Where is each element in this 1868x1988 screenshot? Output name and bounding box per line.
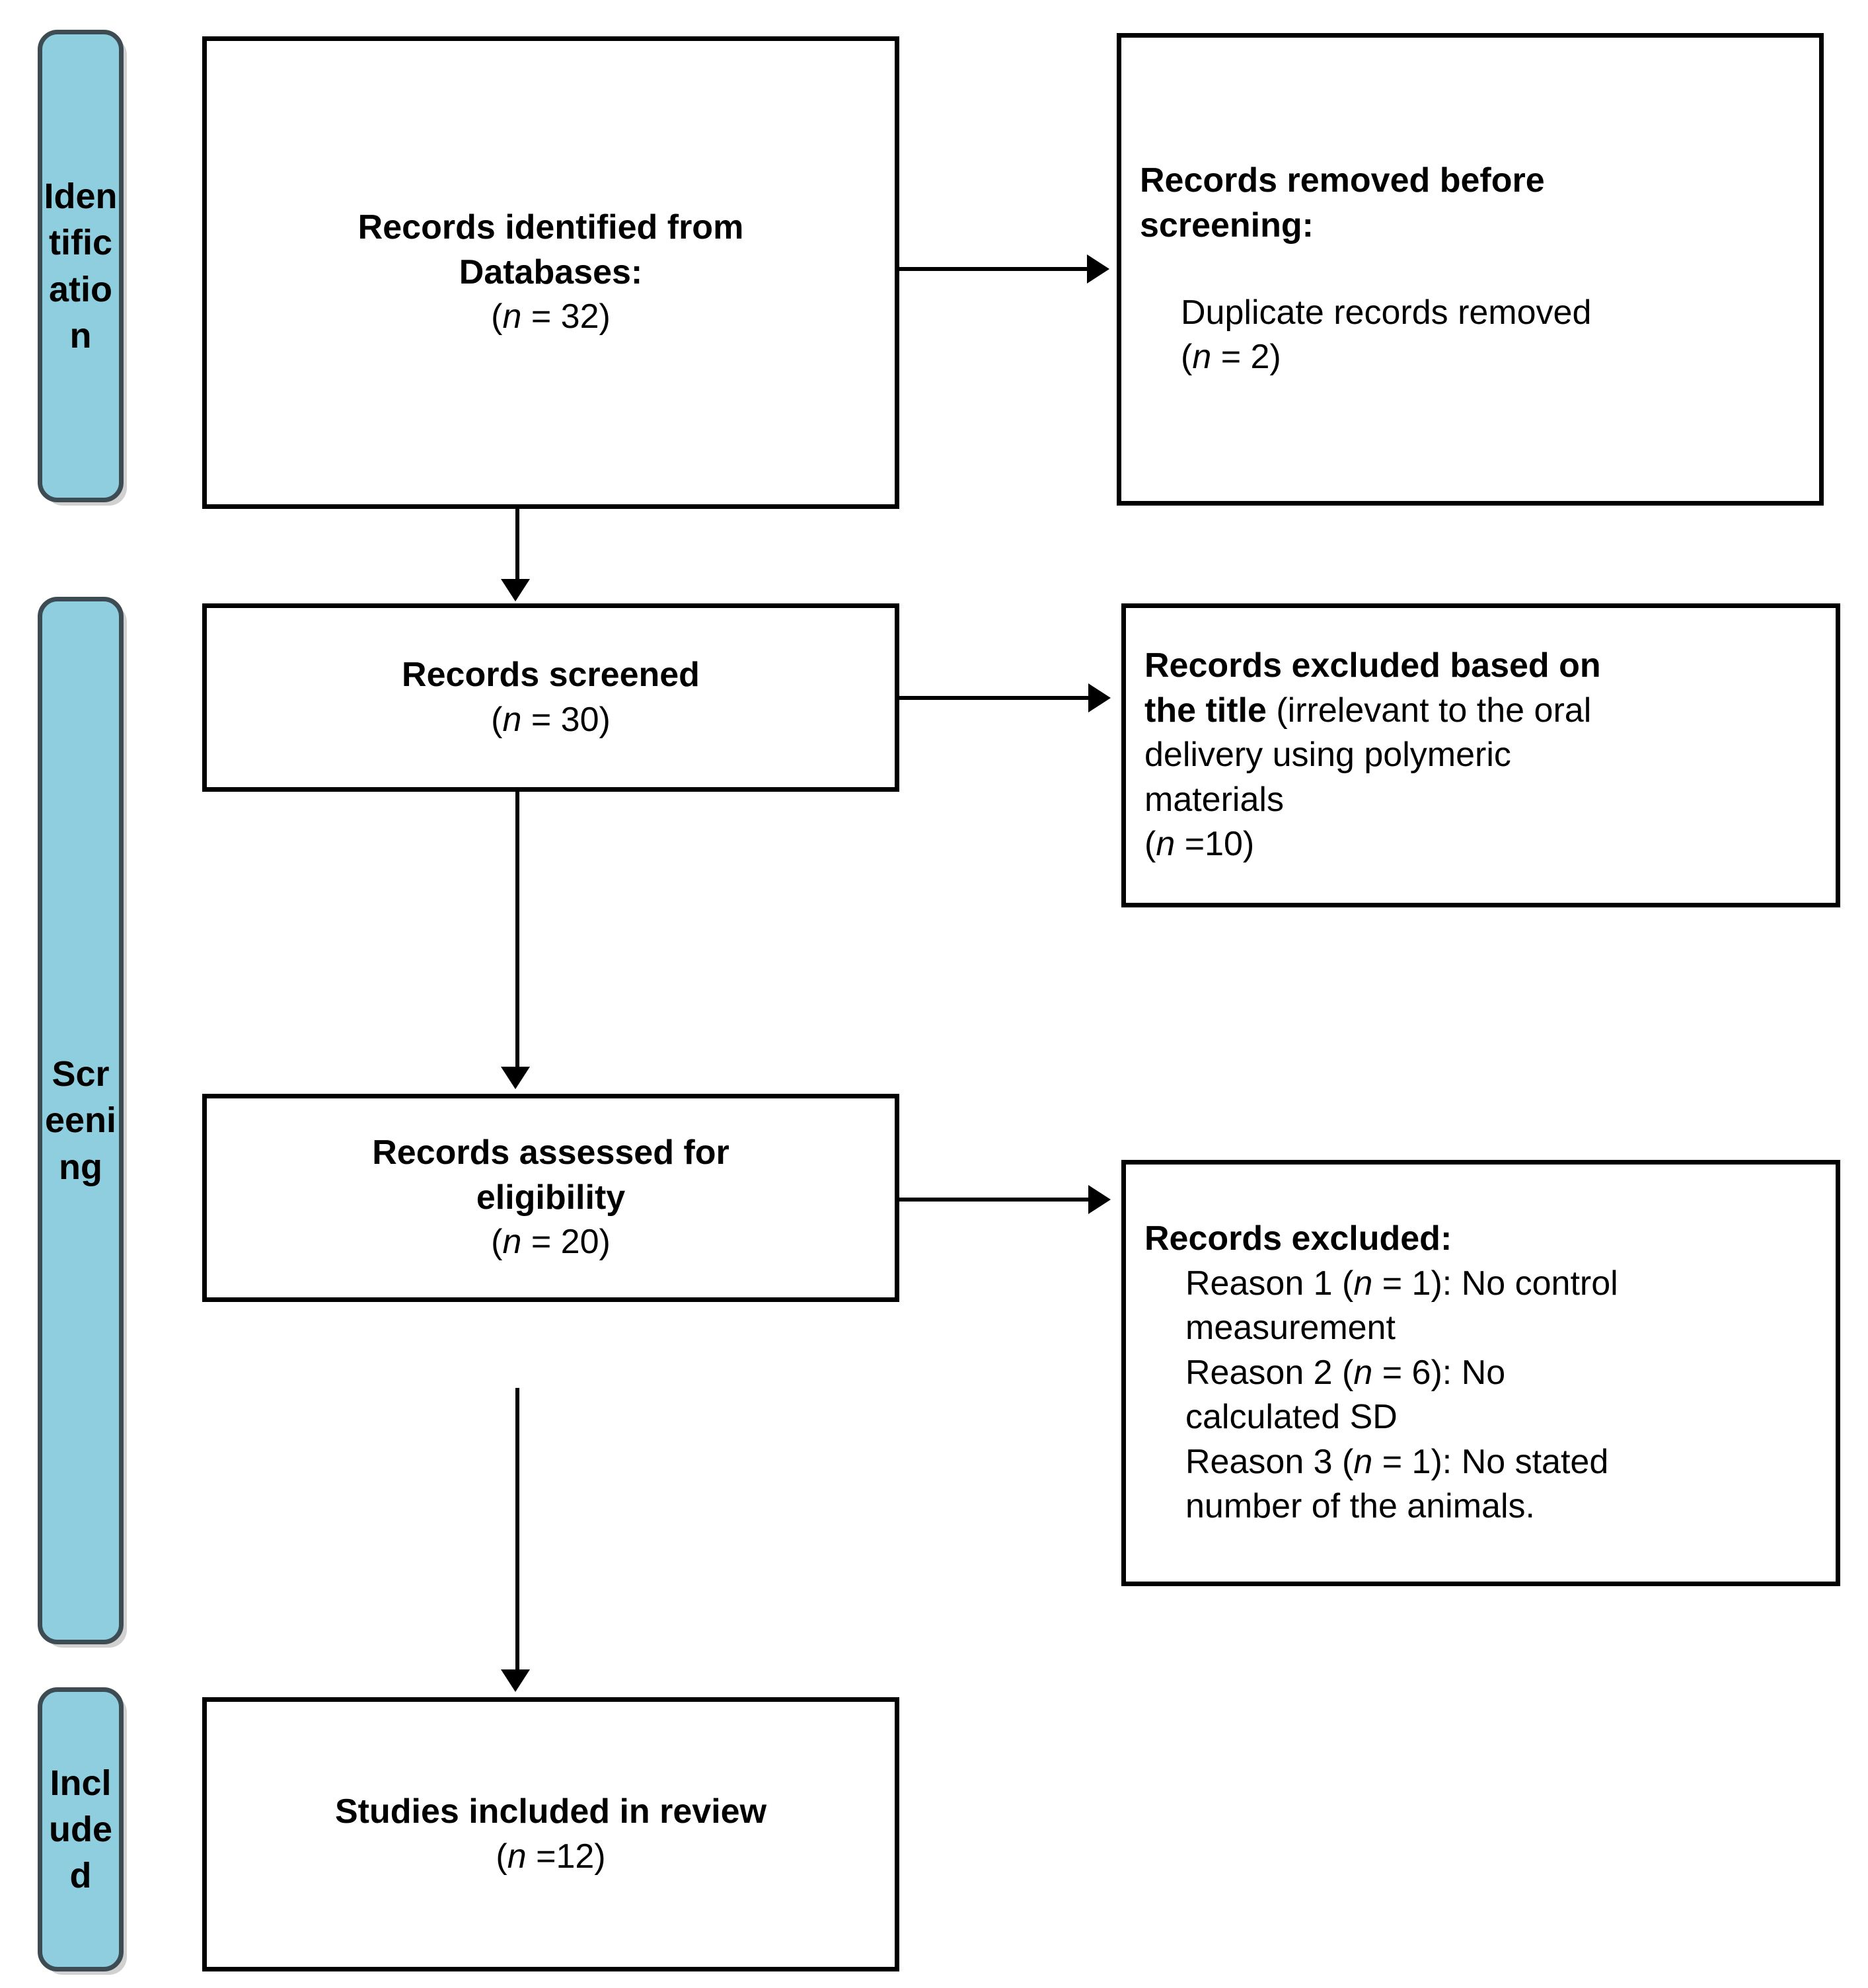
arrow-screened-to-excluded-title-line [899,696,1092,700]
paren-open: ( [491,700,503,739]
stage-label-included: Included [48,1763,112,1896]
n-symbol: n [502,1223,522,1262]
reason2-post: = 6): No [1372,1353,1506,1392]
arrowhead-right-icon [1088,1185,1111,1214]
box-records-identified: Records identified from Databases: (n = … [202,36,899,509]
records-removed-count: (n = 2) [1140,335,1801,380]
arrow-assessed-to-included-line [515,1388,519,1672]
excluded-title-tail: (irrelevant to the oral [1266,691,1592,730]
paren-open: ( [1181,338,1193,377]
paren-open: ( [491,1223,503,1262]
records-assessed-count: (n = 20) [225,1220,876,1265]
reason1-pre: Reason 1 ( [1185,1264,1354,1303]
arrowhead-right-icon [1088,683,1111,712]
excluded-title-line1: Records excluded based on [1144,644,1817,689]
excluded-reason-1: Reason 1 (n = 1): No control [1144,1262,1817,1307]
box-studies-included: Studies included in review (n =12) [202,1697,899,1971]
excluded-reasons-heading: Records excluded: [1144,1219,1452,1258]
records-removed-heading1: Records removed before [1140,161,1545,200]
spacer [1140,249,1801,291]
excluded-title-bold1: Records excluded based on [1144,646,1601,685]
excluded-title-line4: materials [1144,780,1284,819]
excluded-title-line2: the title (irrelevant to the oral [1144,689,1817,734]
n-symbol: n [1353,1442,1373,1481]
reason3-pre: Reason 3 ( [1185,1442,1354,1481]
records-screened-line1: Records screened [402,655,700,694]
excluded-title-bold2: the title [1144,691,1267,730]
excluded-reason-3-cont: number of the animals. [1185,1487,1535,1526]
paren-open: ( [496,1837,507,1876]
stage-label-screening: Screening [44,1054,117,1187]
paren-open: ( [491,297,503,336]
records-removed-heading2: screening: [1140,206,1314,245]
studies-included-count: (n =12) [225,1835,876,1880]
records-removed-detail: Duplicate records removed [1181,293,1592,332]
arrowhead-down-icon [501,1067,530,1089]
arrow-identified-to-screened-line [515,509,519,582]
box-records-excluded-title: Records excluded based on the title (irr… [1121,603,1840,907]
box-records-assessed: Records assessed for eligibility (n = 20… [202,1094,899,1302]
stage-label-identification: Identification [44,176,118,356]
excluded-title-line3: delivery using polymeric [1144,736,1511,775]
n-symbol: n [1156,825,1176,864]
reason2-pre: Reason 2 ( [1185,1353,1354,1392]
stage-bar-screening: Screening [38,597,124,1644]
arrow-assessed-to-excluded-reasons-line [899,1198,1092,1202]
count-value: = 2) [1211,338,1281,377]
count-value: =12) [526,1837,606,1876]
records-identified-line2: Databases: [459,252,643,291]
arrow-screened-to-assessed-line [515,792,519,1069]
excluded-reason-2: Reason 2 (n = 6): No [1144,1351,1817,1396]
count-value: = 20) [521,1223,611,1262]
count-value: = 30) [521,700,611,739]
count-value: =10) [1175,825,1255,864]
stage-bar-identification: Identification [38,30,124,502]
studies-included-line1: Studies included in review [334,1792,767,1831]
excluded-title-count: (n =10) [1144,822,1817,867]
excluded-reason-1-cont: measurement [1185,1309,1396,1348]
records-identified-count: (n = 32) [225,295,876,340]
reason1-post: = 1): No control [1372,1264,1618,1303]
n-symbol: n [1192,338,1212,377]
n-symbol: n [1353,1264,1373,1303]
records-assessed-line1: Records assessed for [372,1133,729,1172]
arrowhead-right-icon [1087,254,1109,284]
stage-bar-included: Included [38,1687,124,1971]
records-identified-line1: Records identified from [357,208,744,247]
excluded-reason-2-cont: calculated SD [1185,1398,1398,1437]
box-records-excluded-reasons: Records excluded: Reason 1 (n = 1): No c… [1121,1160,1840,1586]
records-screened-count: (n = 30) [225,698,876,743]
excluded-reason-3: Reason 3 (n = 1): No stated [1144,1440,1817,1485]
n-symbol: n [502,700,522,739]
reason3-post: = 1): No stated [1372,1442,1609,1481]
arrowhead-down-icon [501,579,530,601]
arrowhead-down-icon [501,1669,530,1692]
box-records-screened: Records screened (n = 30) [202,603,899,792]
n-symbol: n [502,297,522,336]
n-symbol: n [507,1837,527,1876]
n-symbol: n [1353,1353,1373,1392]
count-value: = 32) [521,297,611,336]
box-records-removed: Records removed before screening: Duplic… [1117,33,1824,506]
arrow-identified-to-removed-line [899,267,1091,271]
paren-open: ( [1144,825,1156,864]
records-assessed-line2: eligibility [476,1178,626,1217]
